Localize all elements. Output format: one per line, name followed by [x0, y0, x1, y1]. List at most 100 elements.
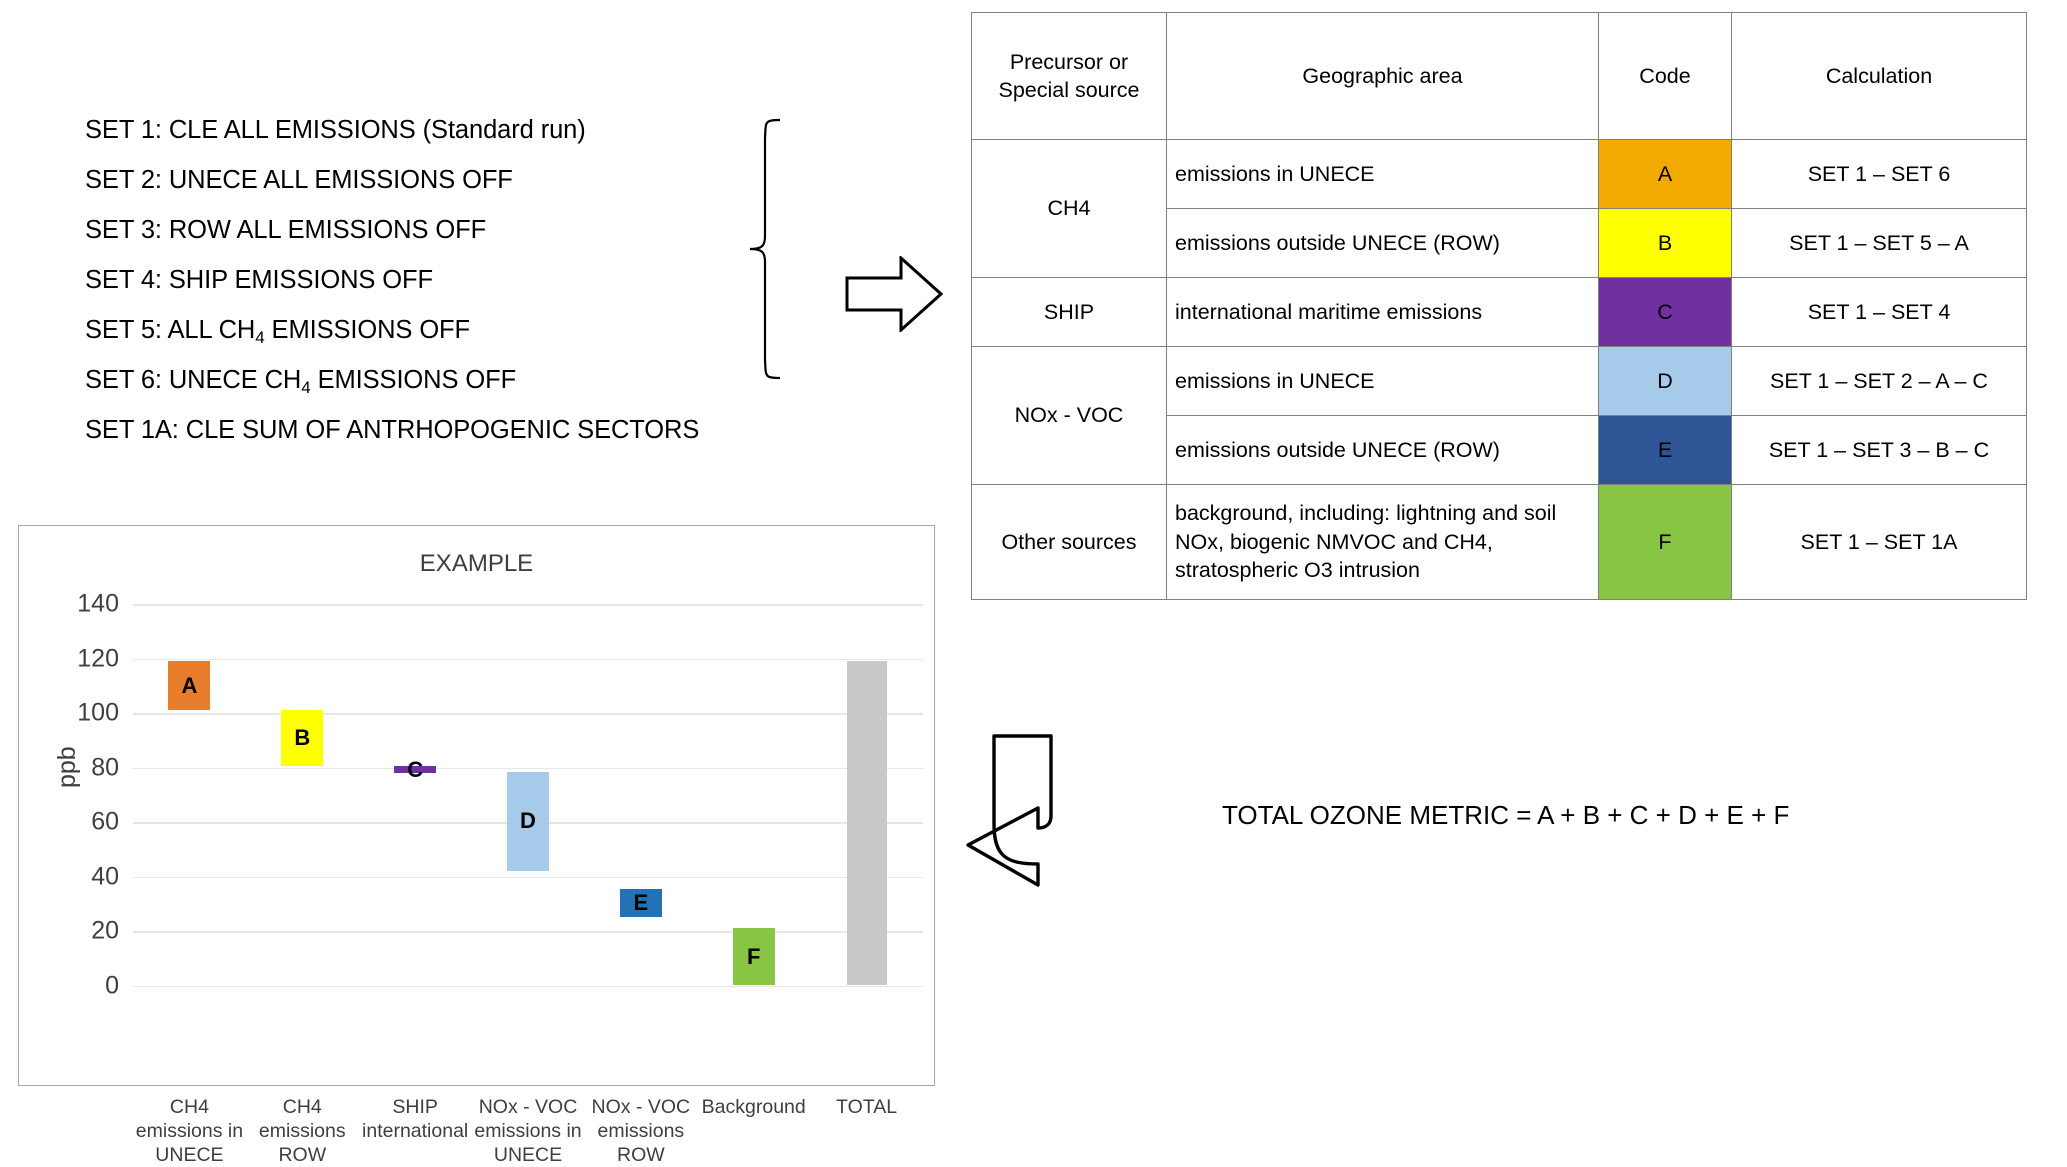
chart-y-tick-label: 100 [77, 698, 119, 727]
cell-precursor-ch4: CH4 [971, 139, 1167, 278]
chart-x-tick-label: Background [694, 1096, 814, 1120]
chart-x-tick-line: SHIP [392, 1096, 438, 1118]
table-header-row: Precursor or Special source Geographic a… [971, 12, 2027, 140]
total-ozone-metric-equation: TOTAL OZONE METRIC = A + B + C + D + E +… [1222, 800, 1790, 830]
arrow-right-icon [845, 256, 943, 332]
chart-x-tick-line: NOx - VOC [591, 1096, 691, 1118]
set-list-item: SET 5: ALL CH4 EMISSIONS OFF [85, 316, 725, 347]
cell-calculation: SET 1 – SET 1A [1731, 484, 2027, 600]
set-item-text-post: EMISSIONS OFF [310, 366, 517, 394]
cell-geographic-area: international maritime emissions [1166, 277, 1599, 347]
chart-x-tick-line: emissions [597, 1119, 685, 1142]
cell-precursor-nox-voc: NOx - VOC [971, 346, 1167, 485]
chart-x-tick-label: TOTAL [807, 1096, 927, 1120]
chart-x-tick-line: CH4 [169, 1096, 209, 1118]
arrow-curved-left-icon [966, 734, 1053, 887]
cell-geographic-area: emissions outside UNECE (ROW) [1166, 415, 1599, 485]
chart-y-axis-label: ppb [53, 746, 81, 788]
set-list-item: SET 6: UNECE CH4 EMISSIONS OFF [85, 366, 725, 397]
column-header-code: Code [1598, 12, 1732, 140]
cell-code-a: A [1598, 139, 1732, 209]
chart-x-tick-line: TOTAL [836, 1096, 898, 1118]
set-list-item: SET 2: UNECE ALL EMISSIONS OFF [85, 166, 513, 194]
table-row: CH4 emissions in UNECE A SET 1 – SET 6 [971, 139, 2027, 278]
set-item-text-pre: SET 5: ALL CH [85, 316, 256, 344]
cell-precursor-other-sources: Other sources [971, 484, 1167, 600]
cell-calculation: SET 1 – SET 5 – A [1731, 208, 2027, 278]
chart-y-tick-label: 120 [77, 644, 119, 672]
chart-x-tick-line: UNECE [493, 1143, 563, 1166]
chart-x-tick-line: emissions [258, 1119, 346, 1142]
source-attribution-table: Precursor or Special source Geographic a… [971, 12, 2027, 600]
chart-bar-d: D [507, 771, 549, 872]
column-header-precursor: Precursor or Special source [971, 12, 1167, 140]
chart-x-tick-line: emissions in [135, 1119, 244, 1142]
chart-x-tick-line: NOx - VOC [478, 1096, 578, 1118]
chart-bar-f: F [732, 928, 775, 986]
chart-y-tick-label: 140 [77, 589, 119, 618]
chart-bar-b: B [281, 710, 324, 767]
chart-bar-a: A [168, 661, 211, 711]
cell-calculation: SET 1 – SET 3 – B – C [1731, 415, 2027, 485]
curly-brace [749, 118, 781, 380]
header-line-2: Special source [998, 78, 1140, 102]
cell-precursor-ship: SHIP [971, 277, 1167, 347]
cell-geographic-area: background, including: lightning and soi… [1166, 484, 1599, 600]
cell-code-f: F [1598, 484, 1732, 600]
chart-y-tick-label: 20 [91, 916, 119, 945]
chart-x-tick-line: ROW [617, 1143, 665, 1166]
chart-bar-total [846, 661, 887, 986]
chart-gridline [133, 604, 923, 606]
set-item-text-pre: SET 6: UNECE CH [85, 366, 302, 394]
cell-calculation: SET 1 – SET 4 [1731, 277, 2027, 347]
set-list-item: SET 1A: CLE SUM OF ANTRHOPOGENIC SECTORS [85, 416, 700, 444]
cell-geographic-area: emissions in UNECE [1166, 139, 1599, 209]
chart-gridline [133, 876, 923, 879]
table-row: emissions outside UNECE (ROW) E SET 1 – … [972, 415, 2027, 485]
subscript-4: 4 [255, 328, 265, 347]
header-line-1: Precursor or [1009, 49, 1129, 74]
chart-y-tick-label: 60 [91, 807, 119, 836]
column-header-geographic-area: Geographic area [1166, 12, 1599, 140]
cell-code-d: D [1598, 346, 1732, 416]
cell-calculation: SET 1 – SET 6 [1731, 139, 2027, 209]
set-item-text-post: EMISSIONS OFF [264, 316, 471, 344]
chart-bar-c: C [394, 758, 437, 780]
cell-code-e: E [1598, 415, 1732, 485]
set-list-item: SET 3: ROW ALL EMISSIONS OFF [85, 216, 487, 244]
chart-y-tick-label: 40 [91, 862, 119, 890]
table-row: emissions outside UNECE (ROW) B SET 1 – … [972, 208, 2027, 278]
chart-x-tick-line: emissions in [474, 1119, 582, 1142]
table-row: NOx - VOC emissions in UNECE D SET 1 – S… [971, 346, 2027, 485]
chart-title: EXAMPLE [419, 550, 534, 577]
chart-gridline [133, 713, 923, 715]
chart-x-tick-line: UNECE [155, 1143, 224, 1166]
subscript-4: 4 [301, 378, 311, 397]
cell-code-c: C [1598, 277, 1732, 347]
chart-gridline [133, 931, 923, 933]
cell-geographic-area: emissions in UNECE [1166, 346, 1599, 416]
chart-x-tick-line: ROW [278, 1143, 327, 1166]
chart-bar-e: E [619, 888, 662, 918]
cell-code-b: B [1598, 208, 1732, 278]
set-list-item: SET 1: CLE ALL EMISSIONS (Standard run) [85, 116, 586, 144]
chart-gridline [133, 658, 923, 661]
column-header-calculation: Calculation [1731, 12, 2027, 140]
scenario-set-list: SET 1: CLE ALL EMISSIONS (Standard run) … [85, 116, 725, 468]
set-list-item: SET 4: SHIP EMISSIONS OFF [85, 266, 433, 294]
table-row: Other sources background, including: lig… [971, 484, 2027, 600]
table-row: SHIP international maritime emissions C … [971, 277, 2027, 347]
chart-x-tick-line: Background [701, 1096, 806, 1118]
cell-calculation: SET 1 – SET 2 – A – C [1731, 346, 2027, 416]
chart-gridline [133, 985, 923, 988]
chart-y-tick-label: 80 [91, 753, 119, 781]
chart-x-tick-line: CH4 [282, 1096, 322, 1118]
chart-y-tick-label: 0 [105, 971, 119, 999]
cell-geographic-area: emissions outside UNECE (ROW) [1166, 208, 1599, 278]
